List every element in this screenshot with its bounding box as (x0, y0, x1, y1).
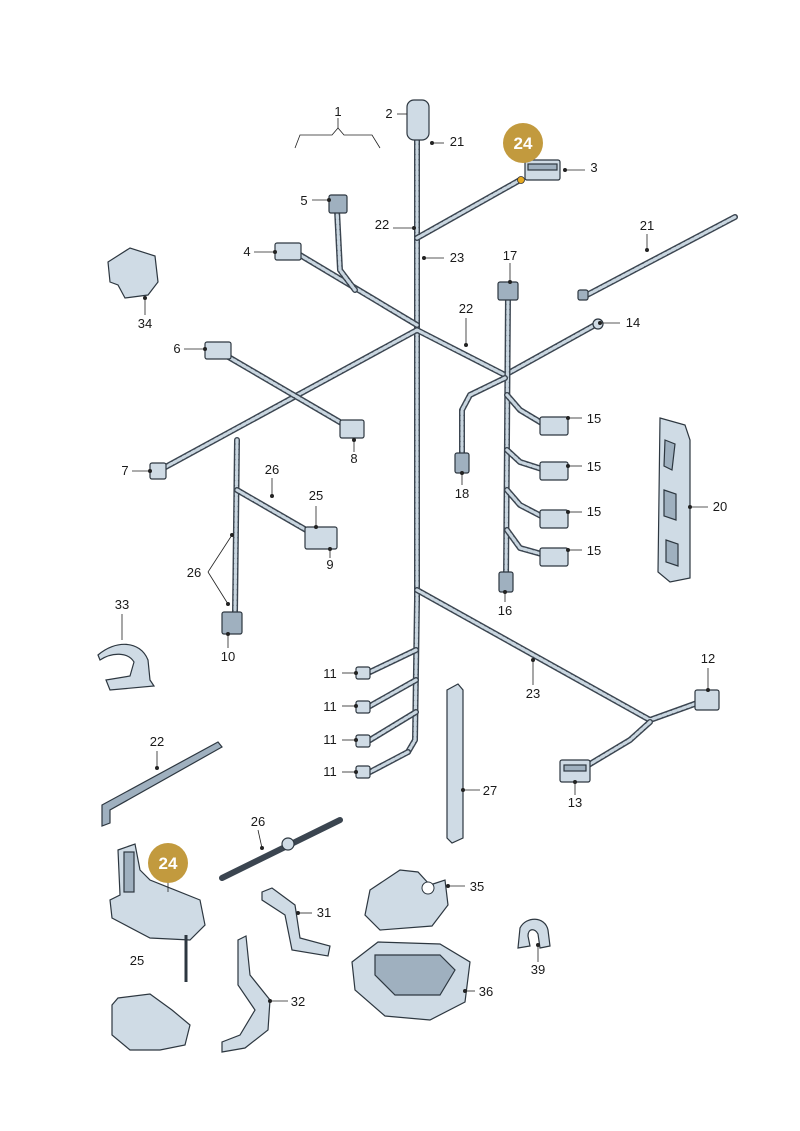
label-2: 2 (385, 106, 392, 121)
label-22a: 22 (375, 217, 389, 232)
label-22c: 22 (150, 734, 164, 749)
connector-2 (406, 99, 430, 141)
label-25b: 25 (130, 953, 144, 968)
cable-tie-21-head (577, 289, 589, 301)
sensor-25 (111, 993, 191, 1051)
connector-15d (539, 547, 569, 567)
label-11c: 11 (323, 732, 337, 747)
label-1: 1 (334, 104, 341, 119)
connector-15a (539, 416, 569, 436)
label-18: 18 (455, 486, 469, 501)
label-39: 39 (531, 962, 545, 977)
leader-lines (121, 113, 710, 1003)
label-15c: 15 (587, 504, 601, 519)
label-34: 34 (138, 316, 152, 331)
label-22b: 22 (459, 301, 473, 316)
label-10: 10 (221, 649, 235, 664)
strip-27 (446, 683, 464, 844)
label-32: 32 (291, 994, 305, 1009)
svg-text:24: 24 (159, 854, 178, 873)
label-14: 14 (626, 315, 640, 330)
label-6: 6 (173, 341, 180, 356)
label-12: 12 (701, 651, 715, 666)
label-25a: 25 (309, 488, 323, 503)
connector-11c (355, 734, 371, 748)
connector-11d (355, 765, 371, 779)
label-31: 31 (317, 905, 331, 920)
label-15a: 15 (587, 411, 601, 426)
label-13: 13 (568, 795, 582, 810)
label-15b: 15 (587, 459, 601, 474)
label-11b: 11 (323, 699, 337, 714)
connector-15c (539, 509, 569, 529)
label-7: 7 (121, 463, 128, 478)
cable-tie-26 (219, 817, 343, 881)
label-33: 33 (115, 597, 129, 612)
bracket-32 (221, 935, 271, 1053)
badge-24-top: 24 (503, 123, 543, 163)
connector-9 (304, 526, 338, 550)
clip-34 (107, 247, 159, 299)
harness-wires (157, 137, 738, 775)
connector-4 (274, 242, 302, 261)
connector-5 (328, 194, 348, 214)
badge-24-bottom: 24 (148, 843, 188, 883)
label-20: 20 (713, 499, 727, 514)
connector-17 (497, 281, 519, 301)
svg-text:24: 24 (514, 134, 533, 153)
connector-15b (539, 461, 569, 481)
bracket-35 (364, 869, 449, 931)
connector-3 (524, 159, 561, 181)
connector-13 (559, 759, 591, 783)
label-5: 5 (300, 193, 307, 208)
label-35: 35 (470, 879, 484, 894)
connector-7 (149, 462, 167, 480)
connector-16 (498, 571, 514, 593)
label-36: 36 (479, 984, 493, 999)
part-labels: 1 2 3 4 5 6 7 8 9 10 11 11 11 11 12 13 1… (115, 104, 727, 1009)
clip-39 (517, 918, 551, 949)
label-16: 16 (498, 603, 512, 618)
loose-parts (97, 247, 691, 1053)
connector-18 (454, 452, 470, 474)
label-21a: 21 (450, 134, 464, 149)
label-23b: 23 (526, 686, 540, 701)
label-15d: 15 (587, 543, 601, 558)
connector-11b (355, 700, 371, 714)
label-17: 17 (503, 248, 517, 263)
label-26c: 26 (251, 814, 265, 829)
label-21b: 21 (640, 218, 654, 233)
marker-dot (517, 176, 525, 184)
label-9: 9 (326, 557, 333, 572)
clip-33 (97, 643, 156, 691)
label-8: 8 (350, 451, 357, 466)
label-26b: 26 (187, 565, 201, 580)
bracket-31 (261, 887, 331, 957)
label-4: 4 (243, 244, 250, 259)
connector-11a (355, 666, 371, 680)
label-27: 27 (483, 783, 497, 798)
connector-8 (339, 419, 365, 439)
label-26a: 26 (265, 462, 279, 477)
connector-6 (204, 341, 232, 360)
label-11a: 11 (323, 666, 337, 681)
connector-10 (221, 611, 243, 635)
label-3: 3 (590, 160, 597, 175)
connector-12 (694, 689, 720, 711)
label-23a: 23 (450, 250, 464, 265)
cable-tie-22 (101, 741, 223, 827)
label-11d: 11 (323, 764, 337, 779)
